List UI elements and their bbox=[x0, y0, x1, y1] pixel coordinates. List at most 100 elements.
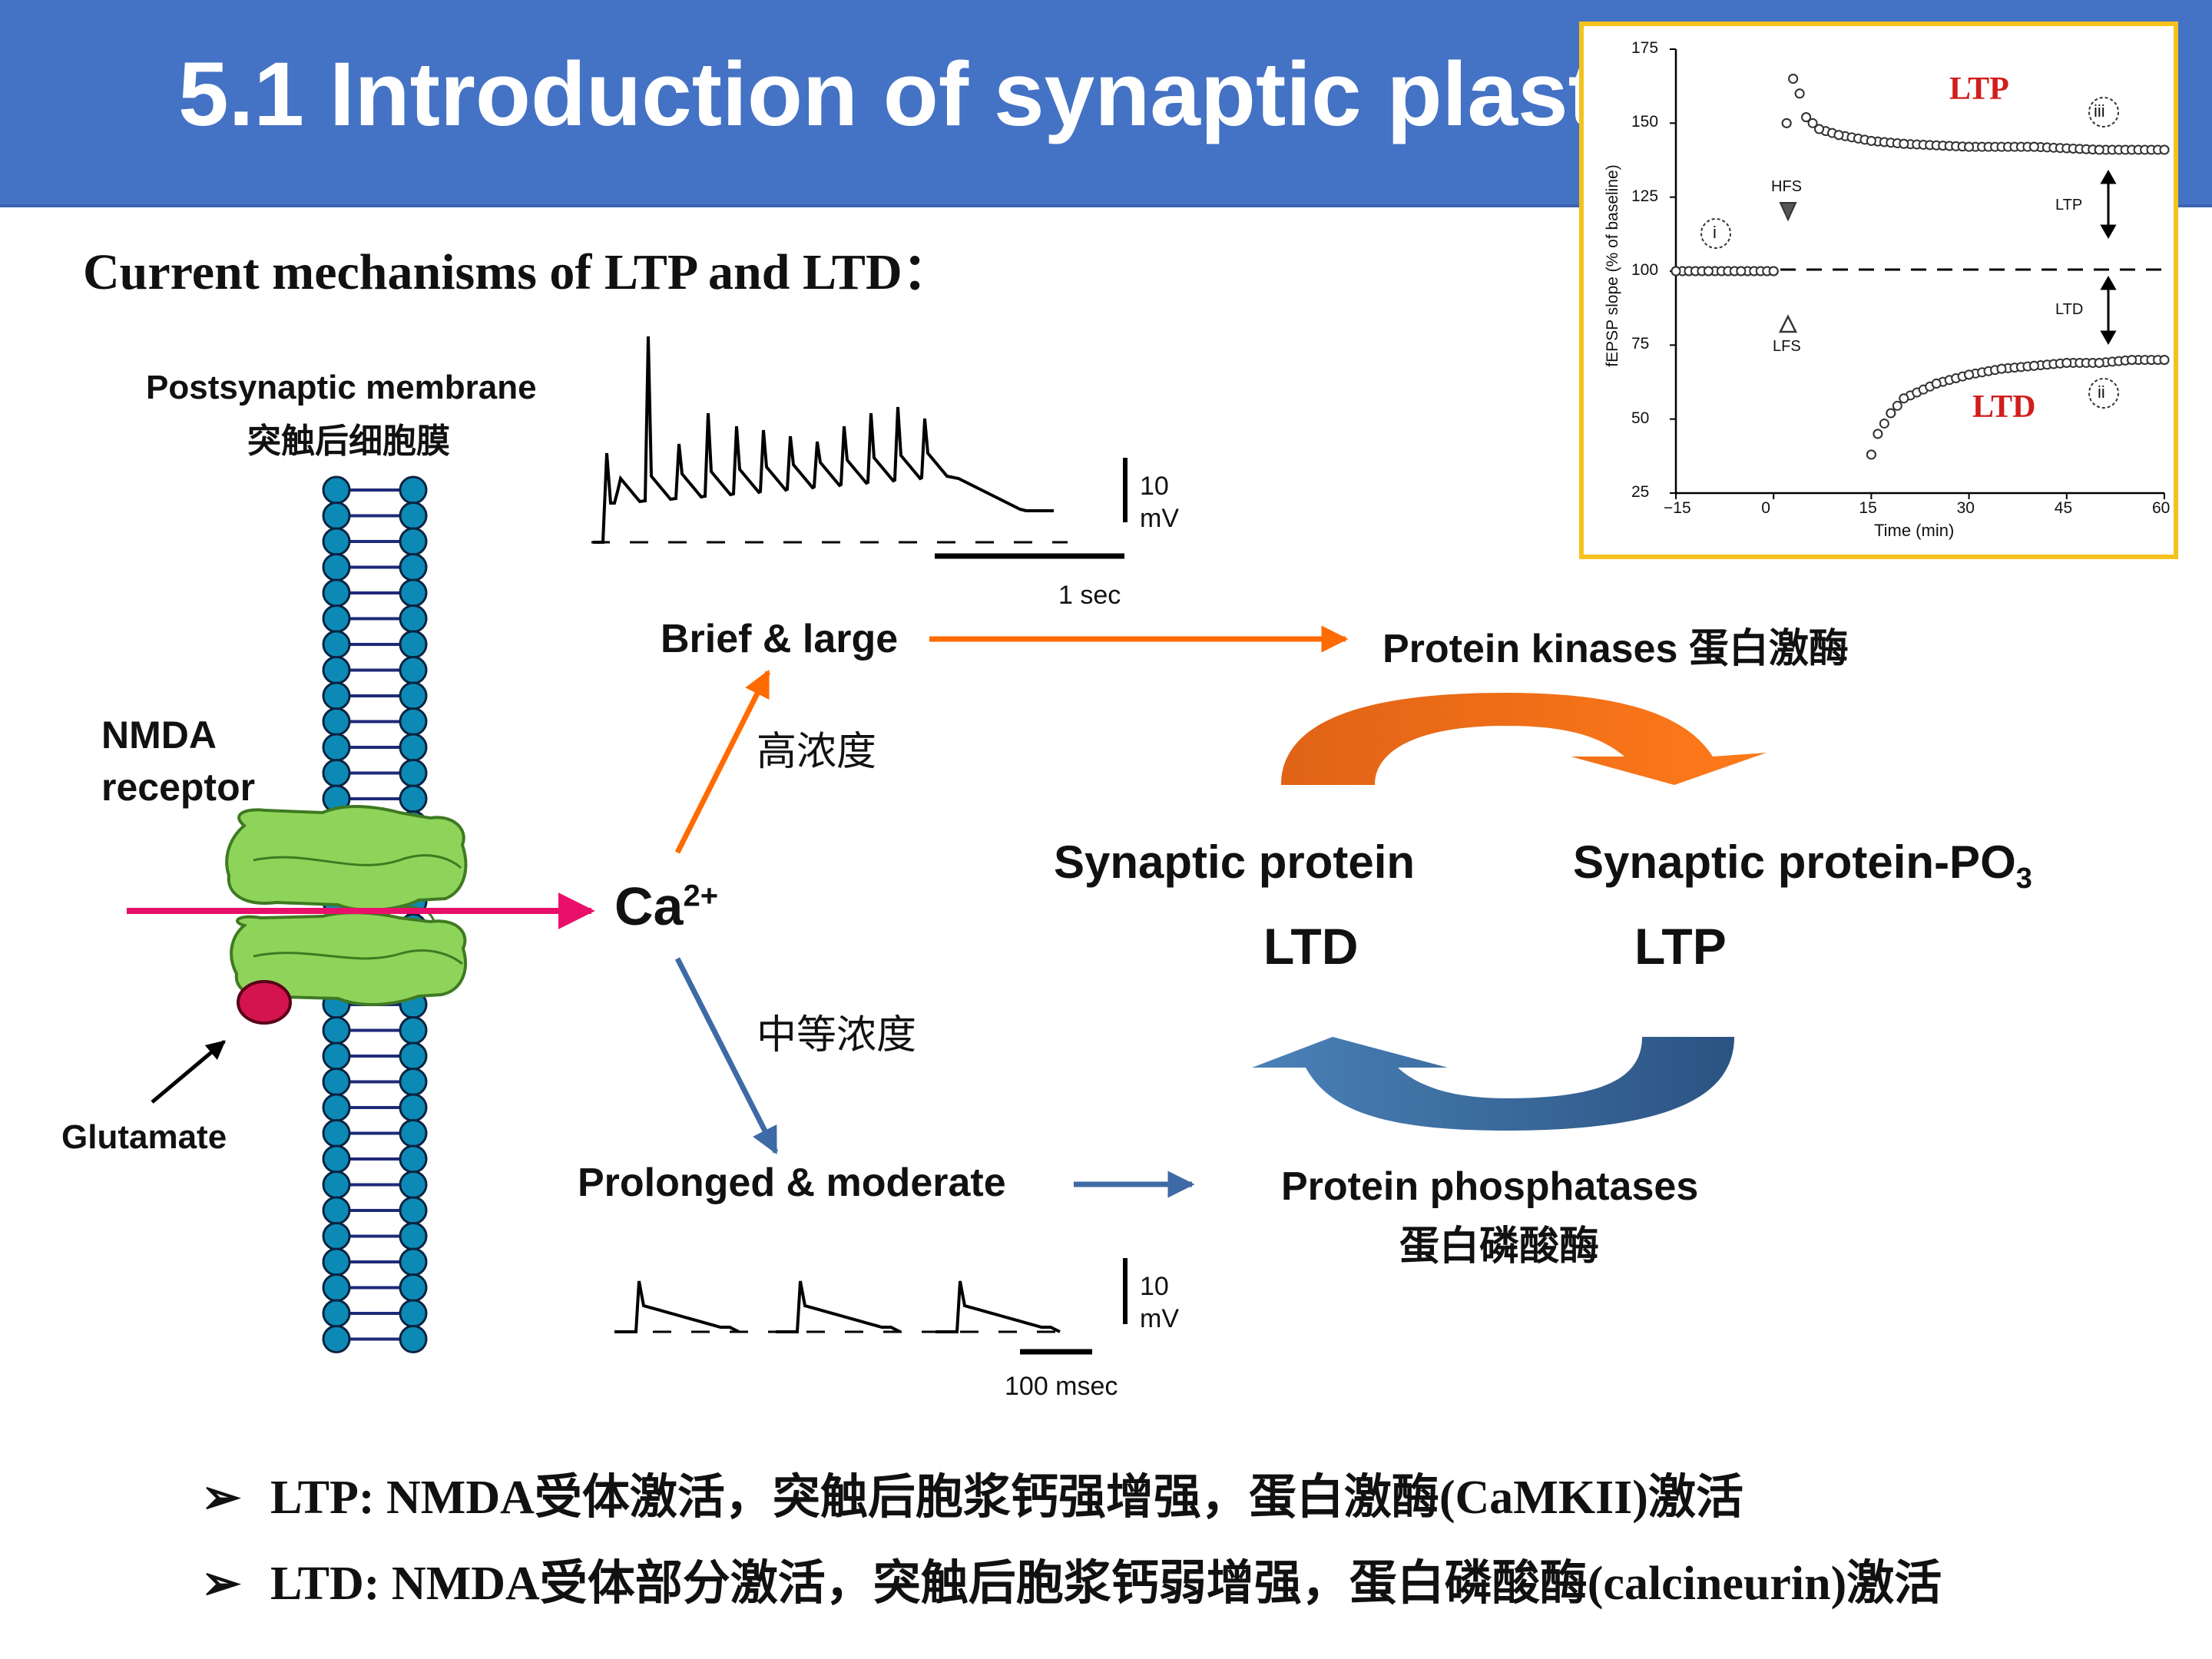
phospholipid-head bbox=[322, 1171, 351, 1199]
inset-y-tick-label: 100 bbox=[1631, 261, 1659, 279]
bottom-voltage-scale-unit: mV bbox=[1140, 1304, 1179, 1333]
section-subtitle: Current mechanisms of LTP and LTD： bbox=[83, 244, 953, 300]
phospholipid-head bbox=[322, 1068, 351, 1096]
ltd-data-point bbox=[1866, 449, 1876, 460]
slide-title: 5.1 Introduction of synaptic plasticity bbox=[178, 44, 1780, 145]
ltp-data-point bbox=[1781, 118, 1792, 128]
ltp-data-point bbox=[1794, 88, 1805, 99]
inset-y-tick-label: 125 bbox=[1631, 187, 1659, 205]
phospholipid-head bbox=[322, 630, 351, 659]
phospholipid-head bbox=[399, 1247, 428, 1277]
top-voltage-scale-unit: mV bbox=[1140, 504, 1179, 533]
ltd-data-point bbox=[1671, 266, 1681, 276]
phospholipid-head bbox=[399, 527, 428, 556]
phospholipid-head bbox=[399, 1273, 428, 1302]
synaptic-protein-po3-label: Synaptic protein-PO3 bbox=[1573, 836, 2032, 896]
ltp-cycle-label: LTP bbox=[1634, 918, 1727, 975]
inset-ltp-label: LTP bbox=[1949, 71, 2009, 107]
phospholipid-head bbox=[322, 578, 351, 608]
phospholipid-head bbox=[322, 1016, 351, 1045]
ltp-arrow-label: LTP bbox=[2055, 197, 2083, 214]
phospholipid-head bbox=[399, 1041, 428, 1071]
phospholipid-head bbox=[399, 1222, 428, 1250]
postsynaptic-membrane-label: Postsynaptic membrane bbox=[146, 369, 537, 406]
phospholipid-head bbox=[399, 502, 428, 530]
phospholipid-head bbox=[322, 707, 351, 736]
phospholipid-head bbox=[322, 1041, 351, 1071]
phospholipid-head bbox=[322, 1196, 351, 1225]
phospholipid-head bbox=[322, 604, 351, 633]
marker-ii-circle bbox=[2088, 378, 2119, 409]
phospholipid-head bbox=[399, 475, 428, 505]
phospholipid-head bbox=[399, 553, 428, 581]
inset-ltd-label: LTD bbox=[1972, 389, 2036, 425]
ltd-data-point bbox=[1879, 418, 1889, 429]
phospholipid-head bbox=[322, 527, 351, 556]
ltd-data-point bbox=[2127, 355, 2137, 366]
top-time-scale-label: 1 sec bbox=[1058, 581, 1121, 610]
ltd-data-point bbox=[1873, 429, 1883, 439]
phosphate-subscript: 3 bbox=[2015, 863, 2032, 895]
nmda-receptor bbox=[225, 805, 468, 1006]
phospholipid-head bbox=[399, 759, 428, 787]
ltd-data-point bbox=[2159, 355, 2170, 366]
marker-iii-label: iii bbox=[2094, 101, 2105, 121]
phospholipid-head bbox=[322, 656, 351, 684]
ltp-data-point bbox=[1807, 118, 1818, 128]
phospholipid-head bbox=[399, 707, 428, 736]
phospholipid-head bbox=[322, 553, 351, 581]
inset-x-tick-label: 30 bbox=[1956, 499, 1975, 517]
ltd-data-point bbox=[2094, 357, 2104, 368]
marker-i-label: i bbox=[1713, 223, 1717, 242]
ltd-summary-text: LTD: NMDA受体部分激活，突触后胞浆钙弱增强，蛋白磷酸酶(calcineu… bbox=[270, 1558, 1942, 1610]
phospholipid-head bbox=[322, 1144, 351, 1174]
bottom-time-scale-label: 100 msec bbox=[1005, 1372, 1118, 1401]
phospholipid-head bbox=[399, 1016, 428, 1045]
inset-x-tick-label: 0 bbox=[1761, 499, 1770, 517]
bottom-voltage-scale-value: 10 bbox=[1140, 1272, 1169, 1301]
marker-iii-circle bbox=[2088, 97, 2119, 127]
phospholipid-head bbox=[399, 1171, 428, 1199]
marker-i-circle bbox=[1700, 218, 1731, 249]
inset-x-tick-label: 15 bbox=[1859, 499, 1877, 517]
bullet-arrow-icon: ➢ bbox=[201, 1472, 241, 1524]
phospholipid-head bbox=[399, 1119, 428, 1147]
ltd-data-point bbox=[1996, 363, 2007, 374]
ltd-data-point bbox=[1703, 266, 1714, 276]
marker-ii-label: ii bbox=[2098, 382, 2105, 402]
phospholipid-head bbox=[399, 630, 428, 659]
ltp-data-point bbox=[1899, 138, 1909, 149]
phospholipid-head bbox=[399, 578, 428, 608]
ltp-summary-bullet: ➢LTP: NMDA受体激活，突触后胞浆钙强增强，蛋白激酶(CaMKII)激活 bbox=[201, 1458, 1743, 1527]
phospholipid-head bbox=[322, 1325, 351, 1353]
protein-phosphatases-label-cn: 蛋白磷酸酶 bbox=[1399, 1224, 1600, 1270]
lfs-voltage-trace bbox=[614, 1280, 1075, 1333]
phospholipid-head bbox=[399, 1325, 428, 1353]
nmda-receptor-label-line1: NMDA bbox=[101, 714, 217, 757]
phospholipid-head bbox=[399, 1093, 428, 1122]
ltp-data-point bbox=[2159, 144, 2170, 155]
ltd-data-point bbox=[1886, 408, 1896, 419]
ltd-data-point bbox=[1736, 266, 1747, 276]
ltd-data-point bbox=[1768, 266, 1779, 276]
phospholipid-head bbox=[399, 733, 428, 762]
protein-phosphatases-label: Protein phosphatases bbox=[1281, 1164, 1699, 1209]
calcium-symbol: Ca bbox=[614, 876, 684, 936]
inset-x-tick-label: 45 bbox=[2054, 499, 2073, 517]
ltd-data-point bbox=[1892, 400, 1902, 411]
glutamate-arrow bbox=[151, 1040, 226, 1104]
ltp-data-point bbox=[1964, 141, 1975, 152]
top-voltage-scale-value: 10 bbox=[1140, 472, 1169, 501]
phospholipid-head bbox=[322, 502, 351, 530]
phospholipid-head bbox=[322, 1299, 351, 1328]
moderate-concentration-arrow bbox=[674, 957, 779, 1155]
ltp-data-point bbox=[2094, 144, 2104, 155]
phospholipid-head bbox=[399, 681, 428, 710]
ltp-data-point bbox=[1814, 124, 1825, 134]
protein-kinases-label: Protein kinases 蛋白激酶 bbox=[1382, 627, 1849, 671]
inset-x-tick-label: 60 bbox=[2152, 499, 2171, 517]
phospholipid-head bbox=[399, 1144, 428, 1174]
prolonged-moderate-label: Prolonged & moderate bbox=[578, 1161, 1006, 1205]
inset-y-tick-label: 150 bbox=[1631, 113, 1659, 131]
